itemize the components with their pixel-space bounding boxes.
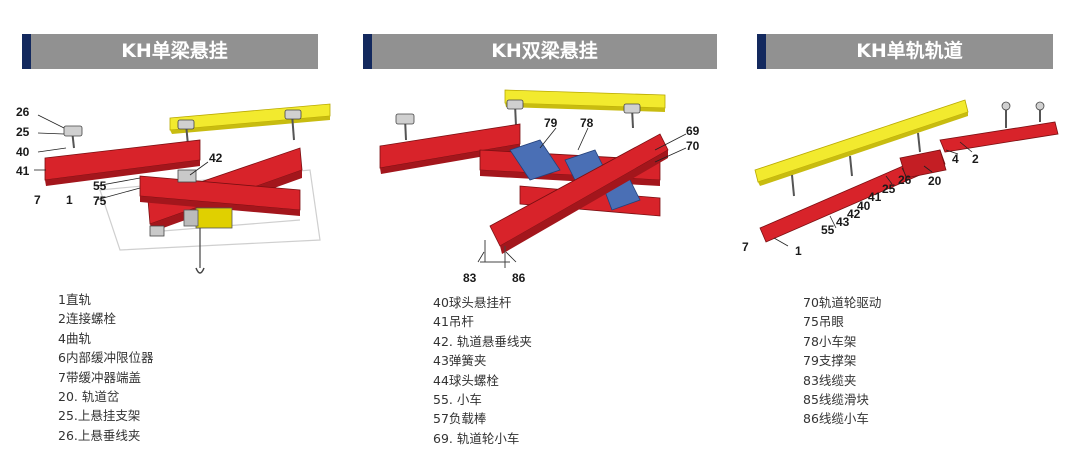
- hanger-clamps-2: [395, 99, 641, 125]
- legend-item: 42. 轨道悬垂线夹: [433, 333, 532, 349]
- callout-42: 42: [847, 207, 861, 221]
- callout-40: 40: [16, 145, 30, 159]
- legend-item: 1直轨: [58, 292, 91, 307]
- panel1-legend: 1直轨 2连接螺栓 4曲轨 6内部缓冲限位器 7带缓冲器端盖 20. 轨道岔 2…: [58, 290, 153, 445]
- legend-item: 75吊眼: [803, 314, 844, 330]
- panel2-header: KH双梁悬挂: [363, 34, 717, 69]
- legend-item: 79支撑架: [803, 353, 857, 369]
- callout-2: 2: [972, 152, 979, 166]
- callout-7: 7: [742, 240, 749, 254]
- callout-42: 42: [209, 151, 223, 165]
- festoon: [480, 240, 510, 268]
- panel2-leaders: [477, 127, 687, 263]
- callout-55: 55: [93, 179, 107, 193]
- callout-41: 41: [868, 190, 882, 204]
- legend-item: 26.上悬垂线夹: [58, 427, 141, 443]
- legend-item: 55. 小车: [433, 392, 482, 408]
- hoist: [183, 207, 233, 274]
- legend-item: 86线缆小车: [803, 411, 869, 427]
- legend-item: 78小车架: [803, 333, 857, 349]
- legend-item: 40球头悬挂杆: [433, 295, 512, 310]
- callout-78: 78: [580, 116, 594, 130]
- upper-rail: [44, 139, 201, 186]
- panel2-header-accent: [363, 34, 372, 69]
- panel2-legend: 40球头悬挂杆 41吊杆 42. 轨道悬垂线夹 43弹簧夹 44球头螺栓 55.…: [433, 293, 532, 448]
- callout-83: 83: [463, 271, 477, 285]
- diagram-monorail: 4 2 20 26 25 41 40 42 43 55 7 1: [742, 99, 1059, 258]
- callout-25: 25: [16, 125, 30, 139]
- panel1-leaders: [34, 114, 209, 201]
- callout-70: 70: [686, 139, 700, 153]
- legend-item: 44球头螺栓: [433, 372, 499, 388]
- callout-55: 55: [821, 223, 835, 237]
- callout-26: 26: [898, 173, 912, 187]
- legend-item: 7带缓冲器端盖: [58, 369, 141, 385]
- legend-item: 57负载棒: [433, 411, 487, 427]
- hanger-clamps: [63, 109, 302, 137]
- legend-item: 25.上悬挂支架: [58, 408, 141, 424]
- panel2-title: KH双梁悬挂: [491, 40, 598, 62]
- callout-69: 69: [686, 124, 700, 138]
- legend-item: 70轨道轮驱动: [803, 295, 882, 310]
- callout-1: 1: [795, 244, 802, 258]
- callout-26: 26: [16, 105, 30, 119]
- diagram-single-girder: 26 25 40 41 7 1 55 75 42: [16, 103, 331, 274]
- legend-item: 69. 轨道轮小车: [433, 430, 520, 446]
- legend-item: 20. 轨道岔: [58, 389, 120, 405]
- callout-4: 4: [952, 152, 959, 166]
- callout-86: 86: [512, 271, 526, 285]
- panel1-header-accent: [22, 34, 31, 69]
- monorail-rail: [759, 121, 1059, 243]
- panel3-legend: 70轨道轮驱动 75吊眼 78小车架 79支撑架 83线缆夹 85线缆滑块 86…: [803, 293, 881, 429]
- diagram-double-girder: 79 78 69 70 83 86: [379, 89, 700, 285]
- panel3-header-accent: [757, 34, 766, 69]
- legend-item: 41吊杆: [433, 314, 474, 330]
- callout-40: 40: [857, 199, 871, 213]
- cross-girder: [489, 133, 669, 254]
- runway-beam-3: [754, 99, 969, 186]
- callout-1: 1: [66, 193, 73, 207]
- trolleys: [149, 169, 197, 237]
- runway-beam-2: [504, 89, 666, 112]
- panel3-header: KH单轨轨道: [757, 34, 1053, 69]
- legend-item: 85线缆滑块: [803, 392, 869, 408]
- callout-75: 75: [93, 194, 107, 208]
- legend-item: 83线缆夹: [803, 372, 857, 388]
- legend-item: 6内部缓冲限位器: [58, 350, 154, 366]
- callout-79: 79: [544, 116, 558, 130]
- callout-41: 41: [16, 164, 30, 178]
- panel1-header: KH单梁悬挂: [22, 34, 318, 69]
- legend-item: 43弹簧夹: [433, 353, 487, 369]
- panel1-title: KH单梁悬挂: [121, 40, 228, 62]
- callout-20: 20: [928, 174, 942, 188]
- callout-7: 7: [34, 193, 41, 207]
- callout-43: 43: [836, 215, 850, 229]
- legend-item: 4曲轨: [58, 330, 91, 346]
- legend-item: 2连接螺栓: [58, 311, 116, 327]
- panel3-leaders: [773, 141, 973, 247]
- hanger-clamps-3: [1001, 101, 1045, 111]
- runway-beam: [169, 103, 331, 134]
- callout-25: 25: [882, 182, 896, 196]
- panel3-title: KH单轨轨道: [856, 40, 963, 62]
